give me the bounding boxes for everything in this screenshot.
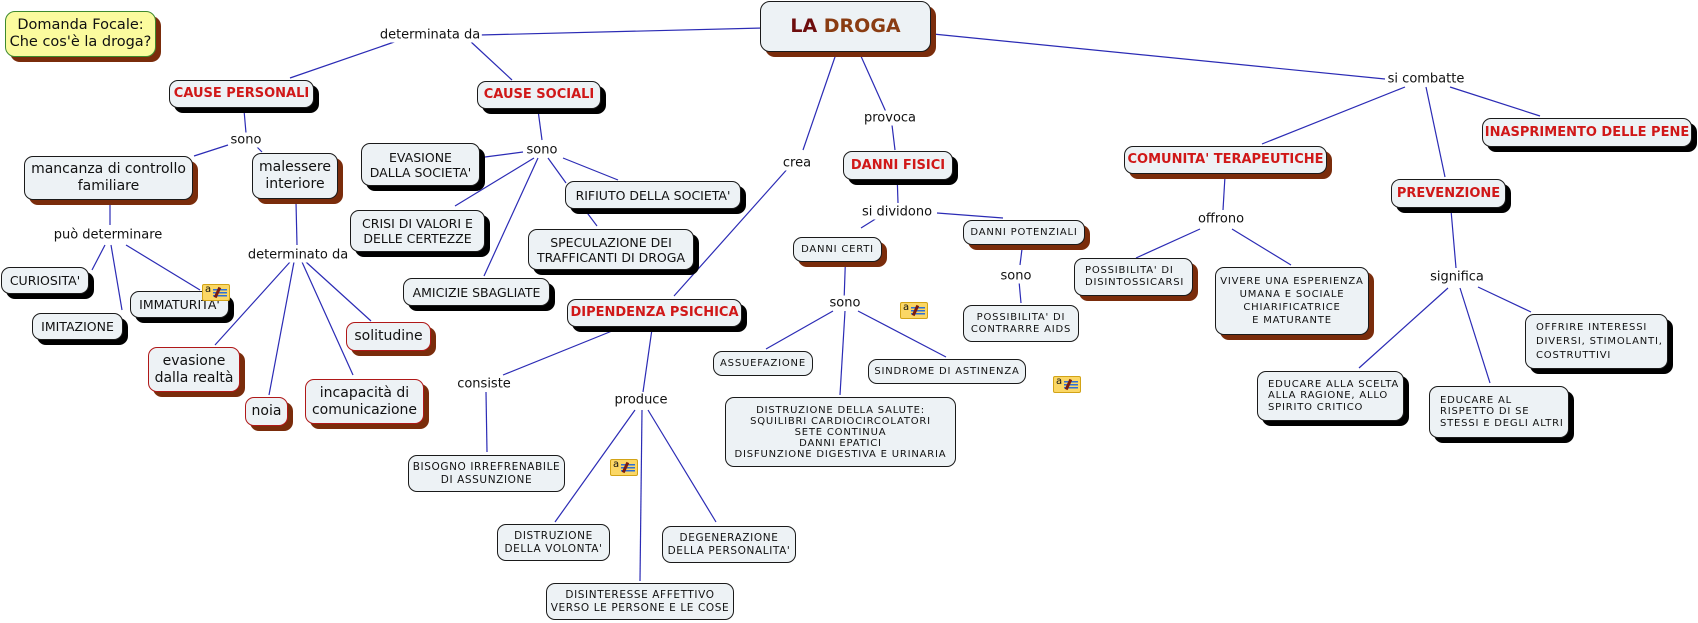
concept-dipendenza-psichica[interactable]: DIPENDENZA PSICHICA [567,299,742,327]
concept-cause-personali[interactable]: CAUSE PERSONALI [169,80,314,108]
link-determinata-da[interactable]: determinata da [377,27,483,43]
link-si-dividono[interactable]: si dividono [859,204,935,220]
concept-imitazione[interactable]: IMITAZIONE [32,313,123,340]
concept-malessere-interiore[interactable]: malessere interiore [252,153,338,199]
link-sono-danni-certi[interactable]: sono [827,295,863,311]
concept-degenerazione-personalita[interactable]: DEGENERAZIONE DELLA PERSONALITA' [662,526,796,563]
concept-solitudine[interactable]: solitudine [346,322,431,351]
concept-rifiuto-societa[interactable]: RIFIUTO DELLA SOCIETA' [565,181,741,209]
root-title-part2: DROGA [823,15,901,38]
focal-question[interactable]: Domanda Focale: Che cos'è la droga? [5,11,156,57]
concept-evasione-societa[interactable]: EVASIONE DALLA SOCIETA' [361,143,480,186]
concept-curiosita[interactable]: CURIOSITA' [1,267,89,294]
concept-incapacita-comunicazione[interactable]: incapacità di comunicazione [305,379,424,424]
link-offrono[interactable]: offrono [1195,211,1247,227]
concept-offrire-interessi[interactable]: OFFRIRE INTERESSI DIVERSI, STIMOLANTI, C… [1525,314,1668,369]
concept-assuefazione[interactable]: ASSUEFAZIONE [713,351,813,376]
concept-evasione-realta[interactable]: evasione dalla realtà [148,347,240,392]
link-provoca[interactable]: provoca [861,110,919,126]
concept-prevenzione[interactable]: PREVENZIONE [1391,179,1506,208]
concept-crisi-valori[interactable]: CRISI DI VALORI E DELLE CERTEZZE [350,210,485,252]
concept-amicizie-sbagliate[interactable]: AMICIZIE SBAGLIATE [403,278,550,306]
note-icon[interactable]: a [1053,376,1081,393]
link-determinato-da[interactable]: determinato da [245,247,351,263]
concept-distruzione-salute[interactable]: DISTRUZIONE DELLA SALUTE: SQUILIBRI CARD… [725,397,956,467]
root-concept-la-droga[interactable]: LA DROGA [760,1,931,52]
root-title-part1: LA [790,15,818,38]
note-icon[interactable]: a [202,284,230,301]
link-significa[interactable]: significa [1428,269,1486,285]
concept-cause-sociali[interactable]: CAUSE SOCIALI [477,81,601,109]
concept-vivere-esperienza[interactable]: VIVERE UNA ESPERIENZA UMANA E SOCIALE CH… [1215,267,1369,335]
link-consiste[interactable]: consiste [455,376,513,392]
concept-noia[interactable]: noia [245,397,288,426]
concept-sindrome-astinenza[interactable]: SINDROME DI ASTINENZA [868,359,1026,384]
concept-danni-fisici[interactable]: DANNI FISICI [843,151,953,180]
link-sono-danni-potenziali[interactable]: sono [998,268,1034,284]
link-crea[interactable]: crea [780,155,814,171]
link-sono-sociali[interactable]: sono [524,142,560,158]
concept-speculazione-trafficanti[interactable]: SPECULAZIONE DEI TRAFFICANTI DI DROGA [528,229,694,270]
note-icon[interactable]: a [900,302,928,319]
concept-disintossicarsi[interactable]: POSSIBILITA' DI DISINTOSSICARSI [1074,258,1193,296]
concept-comunita-terapeutiche[interactable]: COMUNITA' TERAPEUTICHE [1124,146,1327,174]
link-puo-determinare[interactable]: può determinare [51,227,165,243]
concept-educare-rispetto[interactable]: EDUCARE AL RISPETTO DI SE STESSI E DEGLI… [1429,386,1569,438]
link-produce[interactable]: produce [612,392,670,408]
concept-disinteresse-affettivo[interactable]: DISINTERESSE AFFETTIVO VERSO LE PERSONE … [546,583,734,620]
concept-distruzione-volonta[interactable]: DISTRUZIONE DELLA VOLONTA' [497,524,610,561]
link-si-combatte[interactable]: si combatte [1385,71,1467,87]
link-sono-personali[interactable]: sono [228,132,264,148]
concept-mancanza-controllo[interactable]: mancanza di controllo familiare [24,156,193,200]
concept-educare-scelta[interactable]: EDUCARE ALLA SCELTA ALLA RAGIONE, ALLO S… [1257,371,1404,421]
concept-inasprimento-pene[interactable]: INASPRIMENTO DELLE PENE [1482,118,1692,147]
concept-danni-potenziali[interactable]: DANNI POTENZIALI [963,220,1085,245]
concept-bisogno-irrefrenabile[interactable]: BISOGNO IRREFRENABILE DI ASSUNZIONE [408,455,565,492]
concept-contrarre-aids[interactable]: POSSIBILITA' DI CONTRARRE AIDS [963,305,1079,342]
concept-danni-certi[interactable]: DANNI CERTI [793,237,882,262]
note-icon[interactable]: a [610,459,638,476]
